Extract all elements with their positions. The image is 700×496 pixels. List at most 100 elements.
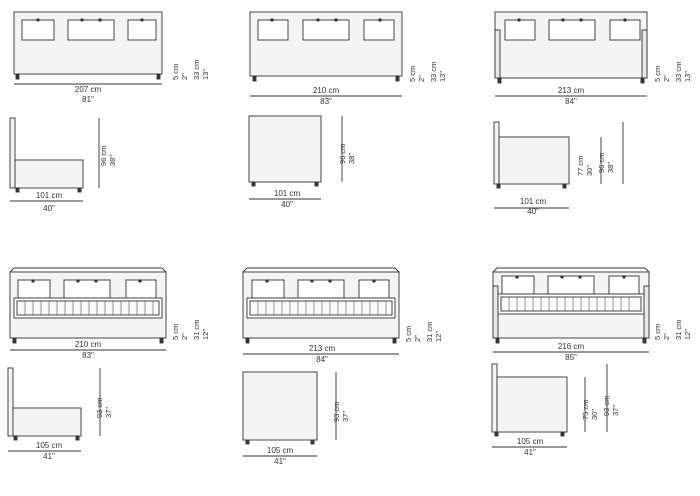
slat-lines xyxy=(508,297,630,311)
side-width-cm: 105 cm xyxy=(36,441,63,450)
front-leg-cm: 5 cm xyxy=(653,66,662,82)
side-panel xyxy=(641,29,648,79)
front-height-cm: 31 cm xyxy=(192,320,201,340)
cushion xyxy=(504,19,536,41)
cushion xyxy=(547,275,595,295)
cushion xyxy=(501,275,535,295)
side-panel xyxy=(492,285,499,339)
side-inner-in: 30" xyxy=(585,165,594,176)
button-dot xyxy=(328,279,332,283)
side-panel xyxy=(643,285,650,339)
headboard-top xyxy=(9,267,167,273)
front-leg-in: 2" xyxy=(417,75,426,82)
side-width-cm: 101 cm xyxy=(520,197,547,206)
leg xyxy=(640,77,645,84)
cushion xyxy=(297,279,345,299)
leg xyxy=(75,435,80,441)
front-height-cm: 31 cm xyxy=(674,320,683,340)
front-leg-cm: 5 cm xyxy=(171,64,180,80)
front-leg-cm: 5 cm xyxy=(404,326,413,342)
side-height-in: 38" xyxy=(606,162,615,173)
front-height-in: 13" xyxy=(438,71,447,82)
side-height-in: 37" xyxy=(341,411,350,422)
button-dot xyxy=(378,18,382,22)
front-width-in: 81" xyxy=(82,95,94,104)
base-side xyxy=(14,159,84,189)
cushion xyxy=(125,279,157,299)
cushion xyxy=(251,279,285,299)
front-height-in: 12" xyxy=(201,329,210,340)
headboard-top xyxy=(242,267,400,273)
leg xyxy=(245,337,250,344)
front-height-label: 33 cm 13" xyxy=(192,60,210,80)
front-leg-in: 2" xyxy=(180,73,189,80)
headboard-side xyxy=(9,117,16,189)
leg xyxy=(496,183,501,189)
headboard-side xyxy=(493,121,500,185)
button-dot xyxy=(31,279,35,283)
cushion xyxy=(67,19,115,41)
button-dot xyxy=(140,18,144,22)
headboard-side xyxy=(491,363,498,433)
side-width-in: 41" xyxy=(274,457,286,466)
front-height-in: 13" xyxy=(683,71,692,82)
cushion xyxy=(63,279,111,299)
side-width-in: 41" xyxy=(524,448,536,457)
side-width-cm: 101 cm xyxy=(274,189,301,198)
leg xyxy=(15,187,20,193)
side-inner-cm: 77 cm xyxy=(576,156,585,176)
side-inner-cm: 75 cm xyxy=(581,400,590,420)
leg xyxy=(245,439,250,445)
button-dot xyxy=(76,279,80,283)
side-width-in: 40" xyxy=(527,207,539,216)
button-dot xyxy=(623,18,627,22)
leg xyxy=(314,181,319,187)
front-width-cm: 213 cm xyxy=(558,86,585,95)
button-dot xyxy=(578,275,582,279)
side-width-cm: 101 cm xyxy=(36,191,63,200)
headboard-side xyxy=(7,367,14,437)
cushion xyxy=(257,19,289,41)
button-dot xyxy=(270,18,274,22)
front-leg-cm: 5 cm xyxy=(653,324,662,340)
leg xyxy=(560,431,565,437)
front-leg-in: 2" xyxy=(180,333,189,340)
cushion xyxy=(127,19,157,41)
base-side xyxy=(498,136,570,185)
side-width-cm: 105 cm xyxy=(517,437,544,446)
button-dot xyxy=(334,18,338,22)
front-view xyxy=(494,11,648,97)
drawer-slats xyxy=(500,296,642,312)
front-width-in: 84" xyxy=(316,355,328,364)
cushion xyxy=(363,19,395,41)
cushion xyxy=(17,279,51,299)
front-view xyxy=(249,11,403,97)
front-width-in: 83" xyxy=(82,351,94,360)
side-height-in: 37" xyxy=(104,407,113,418)
side-width-cm: 105 cm xyxy=(267,446,294,455)
leg xyxy=(562,183,567,189)
bed-side-block xyxy=(242,371,318,441)
front-view xyxy=(242,267,400,355)
base-side xyxy=(12,407,82,437)
front-leg-in: 2" xyxy=(413,335,422,342)
cushion xyxy=(21,19,55,41)
leg xyxy=(642,337,647,344)
front-height-cm: 31 cm xyxy=(425,322,434,342)
leg xyxy=(15,73,20,80)
leg xyxy=(494,431,499,437)
leg xyxy=(392,337,397,344)
side-height-cm: 93 cm xyxy=(602,396,611,416)
side-view xyxy=(9,117,100,202)
front-width-cm: 216 cm xyxy=(558,342,585,351)
side-view xyxy=(242,371,337,457)
button-dot xyxy=(622,275,626,279)
leg xyxy=(156,73,161,80)
button-dot xyxy=(316,18,320,22)
base-side xyxy=(496,376,568,433)
leg xyxy=(495,337,500,344)
cushion xyxy=(608,275,640,295)
side-view xyxy=(248,115,343,200)
